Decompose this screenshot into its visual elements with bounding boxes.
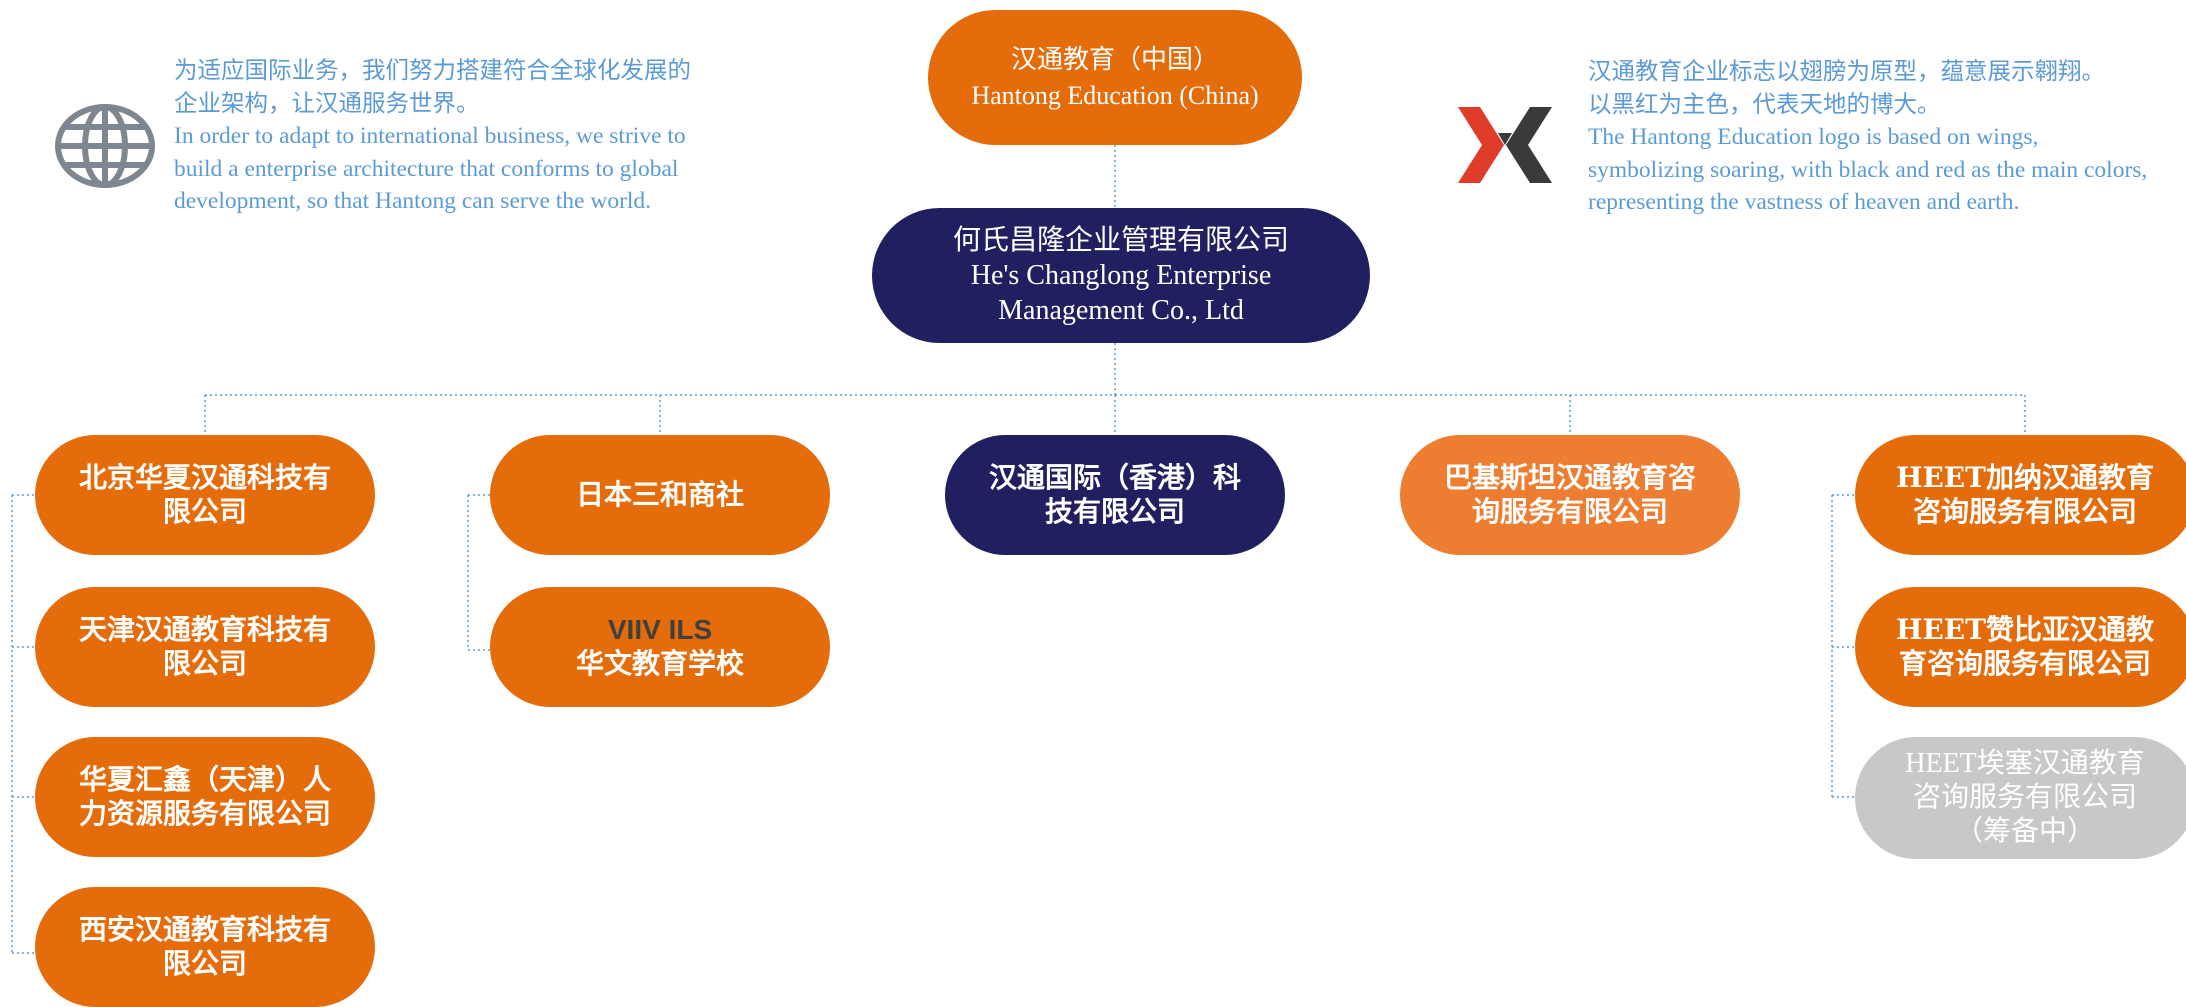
note-line: 汉通教育企业标志以翅膀为原型，蕴意展示翱翔。 xyxy=(1588,59,2105,85)
note-line: symbolizing soaring, with black and red … xyxy=(1588,156,2148,183)
node-label: 汉通国际（香港）科 xyxy=(988,461,1241,494)
node-label: HEET埃塞汉通教育 xyxy=(1905,748,2145,779)
note-line: 为适应国际业务，我们努力搭建符合全球化发展的 xyxy=(174,58,691,84)
node-label: Management Co., Ltd xyxy=(998,295,1244,326)
node-label: 限公司 xyxy=(162,647,247,680)
note-logo-meaning: 汉通教育企业标志以翅膀为原型，蕴意展示翱翔。 以黑红为主色，代表天地的博大。 T… xyxy=(1588,56,2147,219)
note-line: representing the vastness of heaven and … xyxy=(1588,189,2020,215)
node-label: HEET加纳汉通教育 xyxy=(1896,461,2154,494)
node-label: 育咨询服务有限公司 xyxy=(1898,647,2151,680)
node-label: 华夏汇鑫（天津）人 xyxy=(78,763,331,796)
node-label: VIIV ILS xyxy=(607,614,713,645)
node-label: 何氏昌隆企业管理有限公司 xyxy=(952,225,1289,256)
node-hantong-international-hk: 汉通国际（香港）科 技有限公司 xyxy=(945,435,1285,555)
note-line: The Hantong Education logo is based on w… xyxy=(1588,124,2039,150)
node-heet-ghana: HEET加纳汉通教育 咨询服务有限公司 xyxy=(1855,435,2186,555)
node-label: 询服务有限公司 xyxy=(1471,495,1668,528)
note-globalization: 为适应国际业务，我们努力搭建符合全球化发展的 企业架构，让汉通服务世界。 In … xyxy=(174,55,691,218)
node-huaxia-huixin-tianjin: 华夏汇鑫（天津）人 力资源服务有限公司 xyxy=(35,737,375,857)
node-hantong-education-china: 汉通教育（中国） Hantong Education (China) xyxy=(928,10,1302,145)
hantong-logo-icon xyxy=(1458,107,1552,183)
node-japan-sanwa: 日本三和商社 xyxy=(490,435,830,555)
node-label: 日本三和商社 xyxy=(575,478,744,511)
node-holding-company: 何氏昌隆企业管理有限公司 He's Changlong Enterprise M… xyxy=(872,208,1370,343)
note-line: 企业架构，让汉通服务世界。 xyxy=(174,90,480,117)
node-label: 咨询服务有限公司 xyxy=(1912,495,2137,528)
note-line: 以黑红为主色，代表天地的博大。 xyxy=(1588,91,1941,118)
note-line: In order to adapt to international busin… xyxy=(174,123,686,149)
node-label: 技有限公司 xyxy=(1044,495,1185,528)
node-label: HEET赞比亚汉通教 xyxy=(1896,613,2154,646)
node-beijing-huaxia-hantong: 北京华夏汉通科技有 限公司 xyxy=(35,435,375,555)
node-label: 汉通教育（中国） xyxy=(1010,44,1219,74)
node-label: 限公司 xyxy=(162,947,247,980)
node-xian-hantong: 西安汉通教育科技有 限公司 xyxy=(35,887,375,1007)
node-label: 华文教育学校 xyxy=(575,647,744,680)
node-pakistan-hantong: 巴基斯坦汉通教育咨 询服务有限公司 xyxy=(1400,435,1740,555)
node-label: 西安汉通教育科技有 xyxy=(78,913,331,946)
node-label: 咨询服务有限公司 xyxy=(1912,782,2137,813)
node-tianjin-hantong: 天津汉通教育科技有 限公司 xyxy=(35,587,375,707)
globe-icon xyxy=(55,104,155,188)
node-viiv-ils-school: VIIV ILS 华文教育学校 xyxy=(490,587,830,707)
node-label: 巴基斯坦汉通教育咨 xyxy=(1443,461,1696,494)
node-label: 力资源服务有限公司 xyxy=(78,797,331,830)
note-line: development, so that Hantong can serve t… xyxy=(174,188,652,214)
node-label: （筹备中） xyxy=(1954,816,2095,847)
node-label: Hantong Education (China) xyxy=(971,80,1259,110)
node-label: He's Changlong Enterprise xyxy=(970,260,1272,291)
node-heet-ethiopia-pending: HEET埃塞汉通教育 咨询服务有限公司 （筹备中） xyxy=(1855,737,2186,859)
note-line: build a enterprise architecture that con… xyxy=(174,155,679,182)
node-heet-zambia: HEET赞比亚汉通教 育咨询服务有限公司 xyxy=(1855,587,2186,707)
node-label: 限公司 xyxy=(162,495,247,528)
node-label: 天津汉通教育科技有 xyxy=(78,613,331,646)
node-label: 北京华夏汉通科技有 xyxy=(78,461,331,494)
